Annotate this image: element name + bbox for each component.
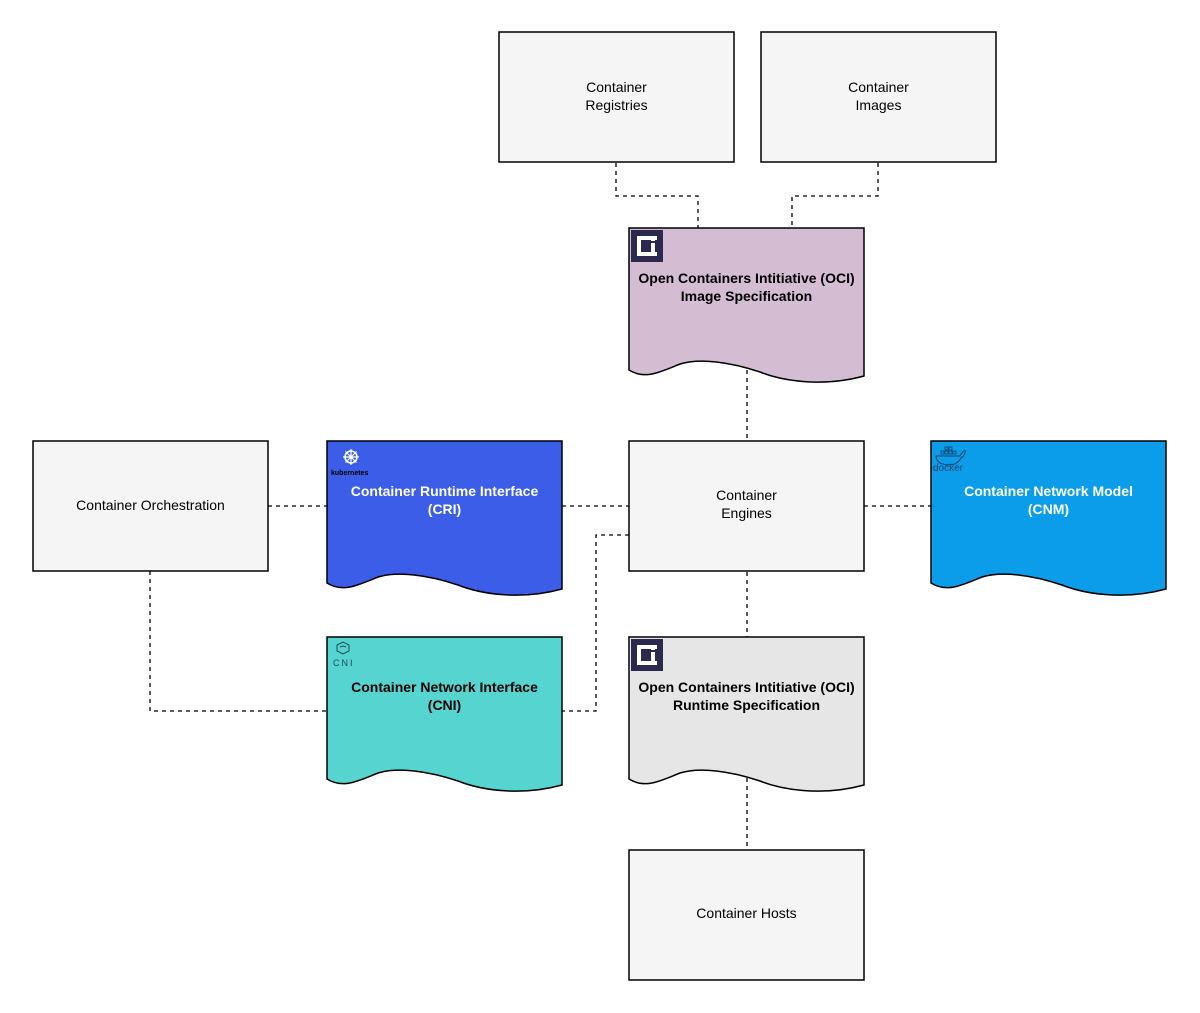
node-cri: kubernetes Container Runtime Interface (… [326, 440, 563, 596]
docker-whale-icon [935, 446, 967, 466]
cni-label-line1: Container Network Interface [351, 679, 538, 695]
oci-logo-icon [631, 230, 663, 262]
node-container-engines: Container Engines [628, 440, 865, 572]
orchestration-label: Container Orchestration [76, 497, 225, 513]
images-label-line1: Container [848, 79, 909, 95]
node-container-images: Container Images [760, 31, 997, 163]
oci-runtime-label-line2: Runtime Specification [673, 697, 820, 713]
cnm-label-line1: Container Network Model [964, 483, 1133, 499]
node-container-registries: Container Registries [498, 31, 735, 163]
cnm-label-line2: (CNM) [1028, 501, 1069, 517]
cni-logo-text: CNI [333, 658, 355, 668]
oci-logo-icon [631, 639, 663, 671]
hosts-label: Container Hosts [696, 905, 796, 921]
node-container-hosts: Container Hosts [628, 849, 865, 981]
oci-runtime-label-line1: Open Containers Intitiative (OCI) [638, 679, 854, 695]
images-label-line2: Images [856, 97, 902, 113]
registries-label-line2: Registries [585, 97, 647, 113]
cnm-doc-shape [930, 440, 1167, 596]
connector-images-oci-image [791, 163, 879, 228]
connector-orchestration-cni [149, 571, 327, 712]
cni-label-line2: (CNI) [428, 697, 461, 713]
engines-label-line1: Container [716, 487, 777, 503]
oci-image-label-line2: Image Specification [681, 288, 812, 304]
oci-image-label-line1: Open Containers Intitiative (OCI) [638, 270, 854, 286]
node-cnm: docker Container Network Model (CNM) [930, 440, 1167, 596]
oci-runtime-doc-shape [628, 636, 865, 792]
node-oci-image-spec: Open Containers Intitiative (OCI) Image … [628, 227, 865, 383]
connectors [149, 163, 931, 850]
docker-logo-text: docker [933, 463, 964, 474]
connector-engines-cni [562, 534, 629, 712]
connector-registries-oci-image [615, 163, 699, 228]
cri-label-line2: (CRI) [428, 501, 461, 517]
cni-doc-shape [326, 636, 563, 792]
cni-logo-icon [336, 641, 350, 655]
node-cni: CNI Container Network Interface (CNI) [326, 636, 563, 792]
node-oci-runtime-spec: Open Containers Intitiative (OCI) Runtim… [628, 636, 865, 792]
kubernetes-helm-icon [343, 449, 359, 465]
node-container-orchestration: Container Orchestration [32, 440, 269, 572]
kubernetes-logo-text: kubernetes [331, 470, 368, 477]
cri-label-line1: Container Runtime Interface [351, 483, 539, 499]
engines-label-line2: Engines [721, 505, 772, 521]
registries-label-line1: Container [586, 79, 647, 95]
oci-image-doc-shape [628, 227, 865, 383]
cri-doc-shape [326, 440, 563, 596]
